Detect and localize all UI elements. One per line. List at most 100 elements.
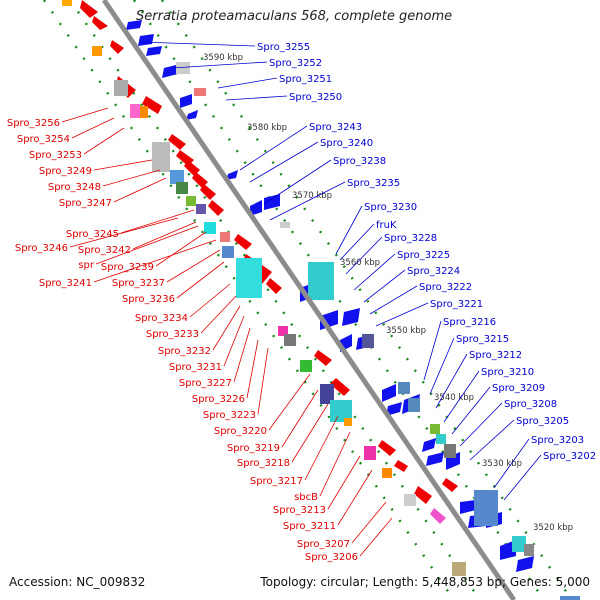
right-gene-label[interactable]: Spro_3252 [269, 58, 322, 69]
right-gene-label[interactable]: Spro_3208 [504, 399, 557, 410]
right-gene-label[interactable]: Spro_3230 [364, 202, 417, 213]
left-gene-label[interactable]: Spro_3233 [146, 329, 199, 340]
right-leader-line [225, 95, 288, 101]
left-leader-line [189, 283, 231, 318]
right-gene-label[interactable]: Spro_3235 [347, 178, 400, 189]
left-leader-line [268, 373, 311, 431]
left-gene-label[interactable]: Spro_3239 [101, 262, 154, 273]
left-gene-labels: Spro_3256Spro_3254Spro_3253Spro_3249Spro… [7, 107, 393, 563]
left-gene-label[interactable]: Spro_3236 [122, 294, 175, 305]
kbp-marker: 3590 kbp [203, 53, 243, 63]
gene-box [140, 106, 148, 118]
left-gene-label[interactable]: Spro_3248 [48, 182, 101, 193]
left-gene-label[interactable]: Spro_3211 [283, 521, 336, 532]
right-gene-label[interactable]: Spro_3203 [531, 435, 584, 446]
gene-arrow [92, 16, 108, 30]
gene-arrow [378, 440, 396, 456]
left-leader-line [166, 249, 221, 283]
left-leader-line [93, 159, 153, 171]
left-gene-label[interactable]: Spro_3254 [17, 134, 70, 145]
left-gene-label[interactable]: Spro_3241 [39, 278, 92, 289]
left-gene-label[interactable]: Spro_3249 [39, 166, 92, 177]
gene-arrow [330, 378, 350, 396]
gene-box [404, 494, 416, 506]
right-gene-label[interactable]: Spro_3212 [469, 350, 522, 361]
left-gene-label[interactable]: Spro_3246 [15, 243, 68, 254]
right-gene-label[interactable]: Spro_3222 [419, 282, 472, 293]
left-gene-label[interactable]: Spro_3242 [78, 245, 131, 256]
left-gene-label[interactable]: Spro_3247 [59, 198, 112, 209]
gene-box [176, 182, 188, 194]
right-gene-label[interactable]: Spro_3216 [443, 317, 496, 328]
left-gene-label[interactable]: Spro_3234 [135, 313, 188, 324]
right-gene-label[interactable]: fruK [376, 220, 397, 231]
gene-box [382, 468, 392, 478]
left-leader-line [319, 431, 351, 497]
left-gene-label[interactable]: Spro_3213 [273, 505, 326, 516]
right-gene-label[interactable]: Spro_3221 [430, 299, 483, 310]
left-leader-line [233, 327, 251, 383]
right-gene-label[interactable]: Spro_3238 [333, 156, 386, 167]
gene-arrow [342, 308, 360, 326]
right-gene-label[interactable]: Spro_3202 [543, 451, 596, 462]
left-leader-line [93, 239, 217, 283]
gene-arrow [208, 200, 224, 216]
gene-box [62, 0, 72, 6]
left-gene-label[interactable]: Spro_3237 [112, 278, 165, 289]
gene-arrow [180, 94, 192, 108]
right-leader-line [493, 438, 530, 489]
right-gene-label[interactable]: Spro_3205 [516, 416, 569, 427]
accession-label: Accession: NC_009832 [9, 575, 146, 589]
left-gene-label[interactable]: Spro_3217 [250, 476, 303, 487]
gene-arrow [426, 452, 444, 466]
left-gene-label[interactable]: spr [78, 260, 95, 271]
gene-box [398, 382, 410, 394]
right-gene-label[interactable]: Spro_3251 [279, 74, 332, 85]
kbp-marker: 3570 kbp [292, 191, 332, 201]
gene-box [204, 222, 216, 234]
left-gene-label[interactable]: Spro_3231 [169, 362, 222, 373]
left-gene-label[interactable]: Spro_3227 [179, 378, 232, 389]
gene-arrow [168, 134, 186, 150]
right-gene-label[interactable]: Spro_3215 [456, 334, 509, 345]
gene-box [524, 544, 534, 556]
left-leader-line [83, 127, 125, 155]
right-gene-label[interactable]: Spro_3228 [384, 233, 437, 244]
right-gene-label[interactable]: Spro_3209 [492, 383, 545, 394]
right-gene-label[interactable]: Spro_3240 [320, 138, 373, 149]
gene-arrow [126, 20, 142, 30]
left-leader-line [257, 347, 269, 415]
left-gene-label[interactable]: Spro_3232 [158, 346, 211, 357]
gene-arrow [394, 460, 408, 472]
left-gene-label[interactable]: Spro_3223 [203, 410, 256, 421]
gene-arrow [422, 438, 436, 452]
right-gene-label[interactable]: Spro_3210 [481, 367, 534, 378]
left-gene-label[interactable]: Spro_3218 [237, 458, 290, 469]
right-gene-label[interactable]: Spro_3225 [397, 250, 450, 261]
right-leader-line [503, 454, 542, 501]
left-gene-label[interactable]: Spro_3219 [227, 443, 280, 454]
gene-box [152, 142, 170, 172]
left-gene-label[interactable]: Spro_3206 [305, 552, 358, 563]
gene-box [130, 104, 140, 118]
left-leader-line [291, 403, 329, 463]
left-leader-line [223, 315, 245, 367]
right-gene-label[interactable]: Spro_3255 [257, 42, 310, 53]
left-gene-label[interactable]: Spro_3256 [7, 118, 60, 129]
gene-box [196, 204, 206, 214]
right-leader-line [375, 302, 429, 327]
left-gene-label[interactable]: Spro_3207 [297, 539, 350, 550]
right-gene-label[interactable]: Spro_3250 [289, 92, 342, 103]
gene-arrow [80, 0, 98, 18]
right-gene-label[interactable]: Spro_3224 [407, 266, 460, 277]
left-leader-line [155, 231, 207, 267]
gene-arrow [200, 184, 216, 200]
gene-box [436, 434, 446, 444]
left-gene-label[interactable]: Spro_3245 [66, 229, 119, 240]
left-gene-label[interactable]: sbcB [294, 492, 318, 503]
left-gene-label[interactable]: Spro_3253 [29, 150, 82, 161]
right-gene-label[interactable]: Spro_3243 [309, 122, 362, 133]
left-gene-label[interactable]: Spro_3220 [214, 426, 267, 437]
left-gene-label[interactable]: Spro_3226 [192, 394, 245, 405]
left-leader-line [281, 389, 319, 448]
